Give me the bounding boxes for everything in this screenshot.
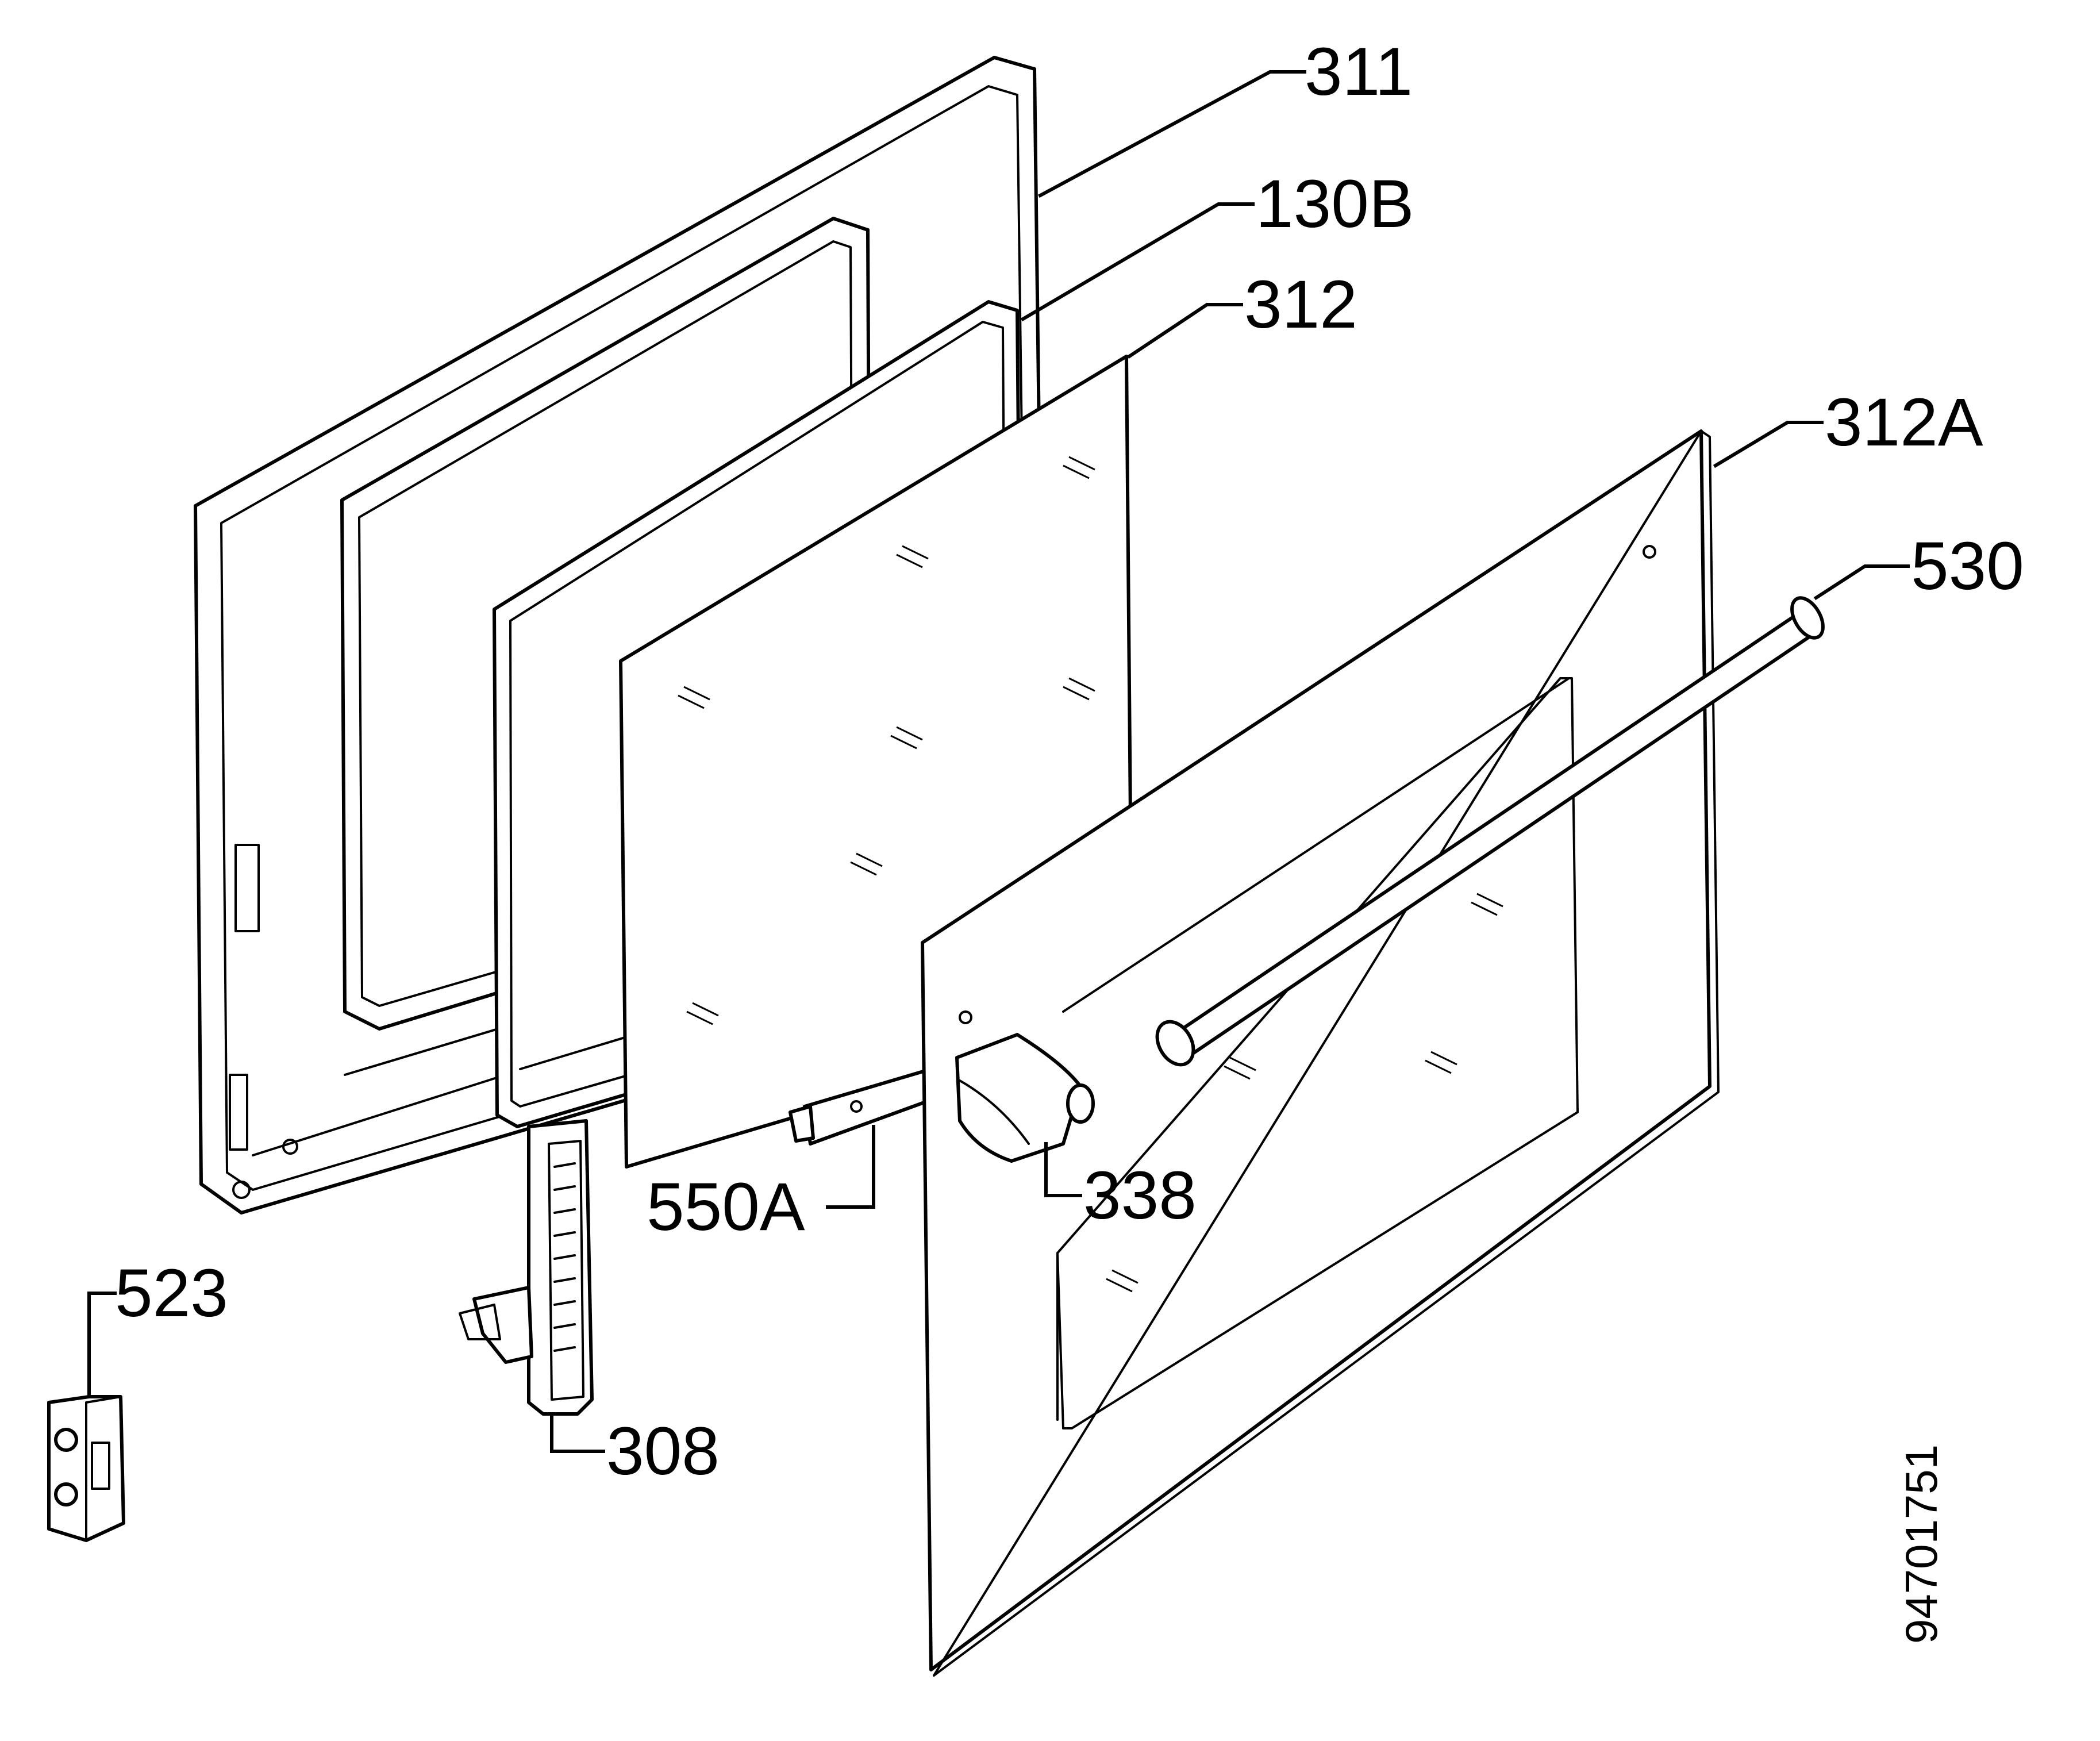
outer-door-panel-312a: [921, 429, 1720, 1677]
label-308: 308: [606, 1413, 720, 1489]
glass-reflection-marks: [678, 456, 1095, 1025]
label-530: 530: [1911, 528, 2024, 604]
label-312a: 312A: [1825, 385, 1983, 460]
label-550a: 550A: [647, 1169, 805, 1245]
leader-311: [1037, 70, 1306, 198]
label-130b: 130B: [1256, 166, 1414, 242]
drawing-reference-number: 94701751: [1896, 1444, 1947, 1644]
handle-end-cap-338: [955, 1033, 1095, 1163]
hinge-lock-plate-523: [47, 1395, 125, 1542]
panel-reflection-marks: [1106, 893, 1503, 1293]
leader-530: [1813, 564, 1910, 601]
leader-523: [87, 1292, 117, 1396]
leader-130b: [1020, 202, 1255, 322]
leader-312: [1126, 303, 1243, 359]
leader-550a: [826, 1125, 875, 1209]
leader-312a: [1713, 421, 1824, 468]
door-handle-530: [1155, 596, 1825, 1067]
label-312: 312: [1244, 267, 1357, 343]
label-523: 523: [115, 1255, 228, 1331]
label-311: 311: [1305, 34, 1413, 110]
leader-308: [550, 1412, 605, 1453]
leader-lines: [87, 70, 1910, 1453]
leader-338: [1044, 1142, 1082, 1197]
label-338: 338: [1083, 1158, 1197, 1233]
part-labels: 311 130B 312 312A 530 550A 338 523 308: [115, 34, 2024, 1489]
hinge-assembly-308: [459, 1119, 594, 1416]
